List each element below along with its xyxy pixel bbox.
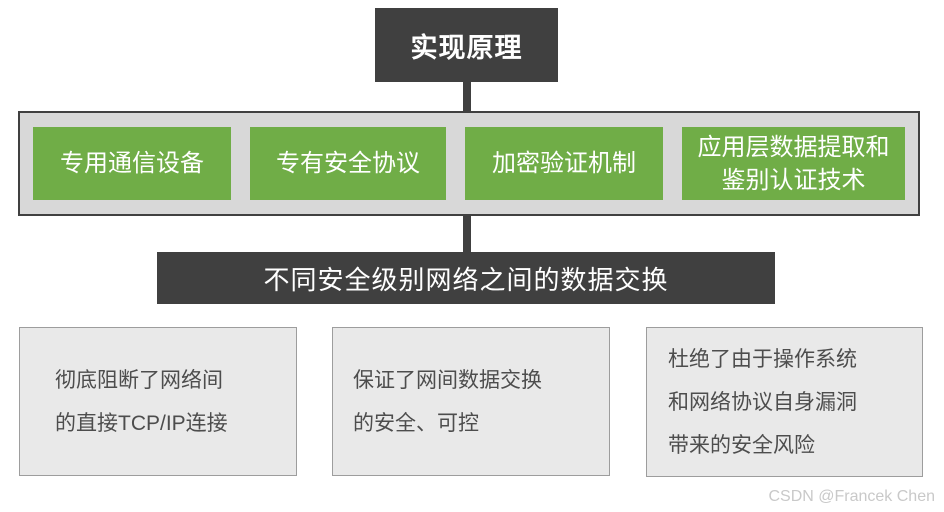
connector-methods-to-exchange — [463, 214, 471, 254]
benefit-box-secure-controllable: 保证了网间数据交换 的安全、可控 — [332, 327, 610, 476]
benefit-text: 杜绝了由于操作系统 和网络协议自身漏洞 带来的安全风险 — [668, 347, 857, 457]
title-text: 实现原理 — [410, 32, 523, 63]
method-box-app-layer-extraction: 应用层数据提取和 鉴别认证技术 — [682, 127, 905, 200]
connector-title-to-methods — [463, 80, 471, 113]
method-box-encryption-verification: 加密验证机制 — [465, 127, 663, 200]
benefit-box-block-tcpip: 彻底阻断了网络间 的直接TCP/IP连接 — [19, 327, 297, 476]
benefit-text: 保证了网间数据交换 的安全、可控 — [353, 368, 542, 435]
benefit-box-eliminate-vulnerability-risk: 杜绝了由于操作系统 和网络协议自身漏洞 带来的安全风险 — [646, 327, 923, 477]
method-label: 加密验证机制 — [492, 150, 636, 177]
exchange-bar: 不同安全级别网络之间的数据交换 — [157, 252, 775, 304]
method-box-proprietary-protocol: 专有安全协议 — [250, 127, 446, 200]
title-box: 实现原理 — [375, 8, 558, 82]
exchange-text: 不同安全级别网络之间的数据交换 — [263, 264, 669, 295]
method-label: 专用通信设备 — [60, 150, 204, 177]
methods-container: 专用通信设备 专有安全协议 加密验证机制 应用层数据提取和 鉴别认证技术 — [18, 111, 920, 216]
benefit-text: 彻底阻断了网络间 的直接TCP/IP连接 — [55, 368, 228, 435]
method-label: 应用层数据提取和 鉴别认证技术 — [697, 133, 890, 194]
watermark: CSDN @Francek Chen — [768, 488, 935, 505]
method-label: 专有安全协议 — [276, 150, 420, 177]
method-box-dedicated-device: 专用通信设备 — [33, 127, 231, 200]
